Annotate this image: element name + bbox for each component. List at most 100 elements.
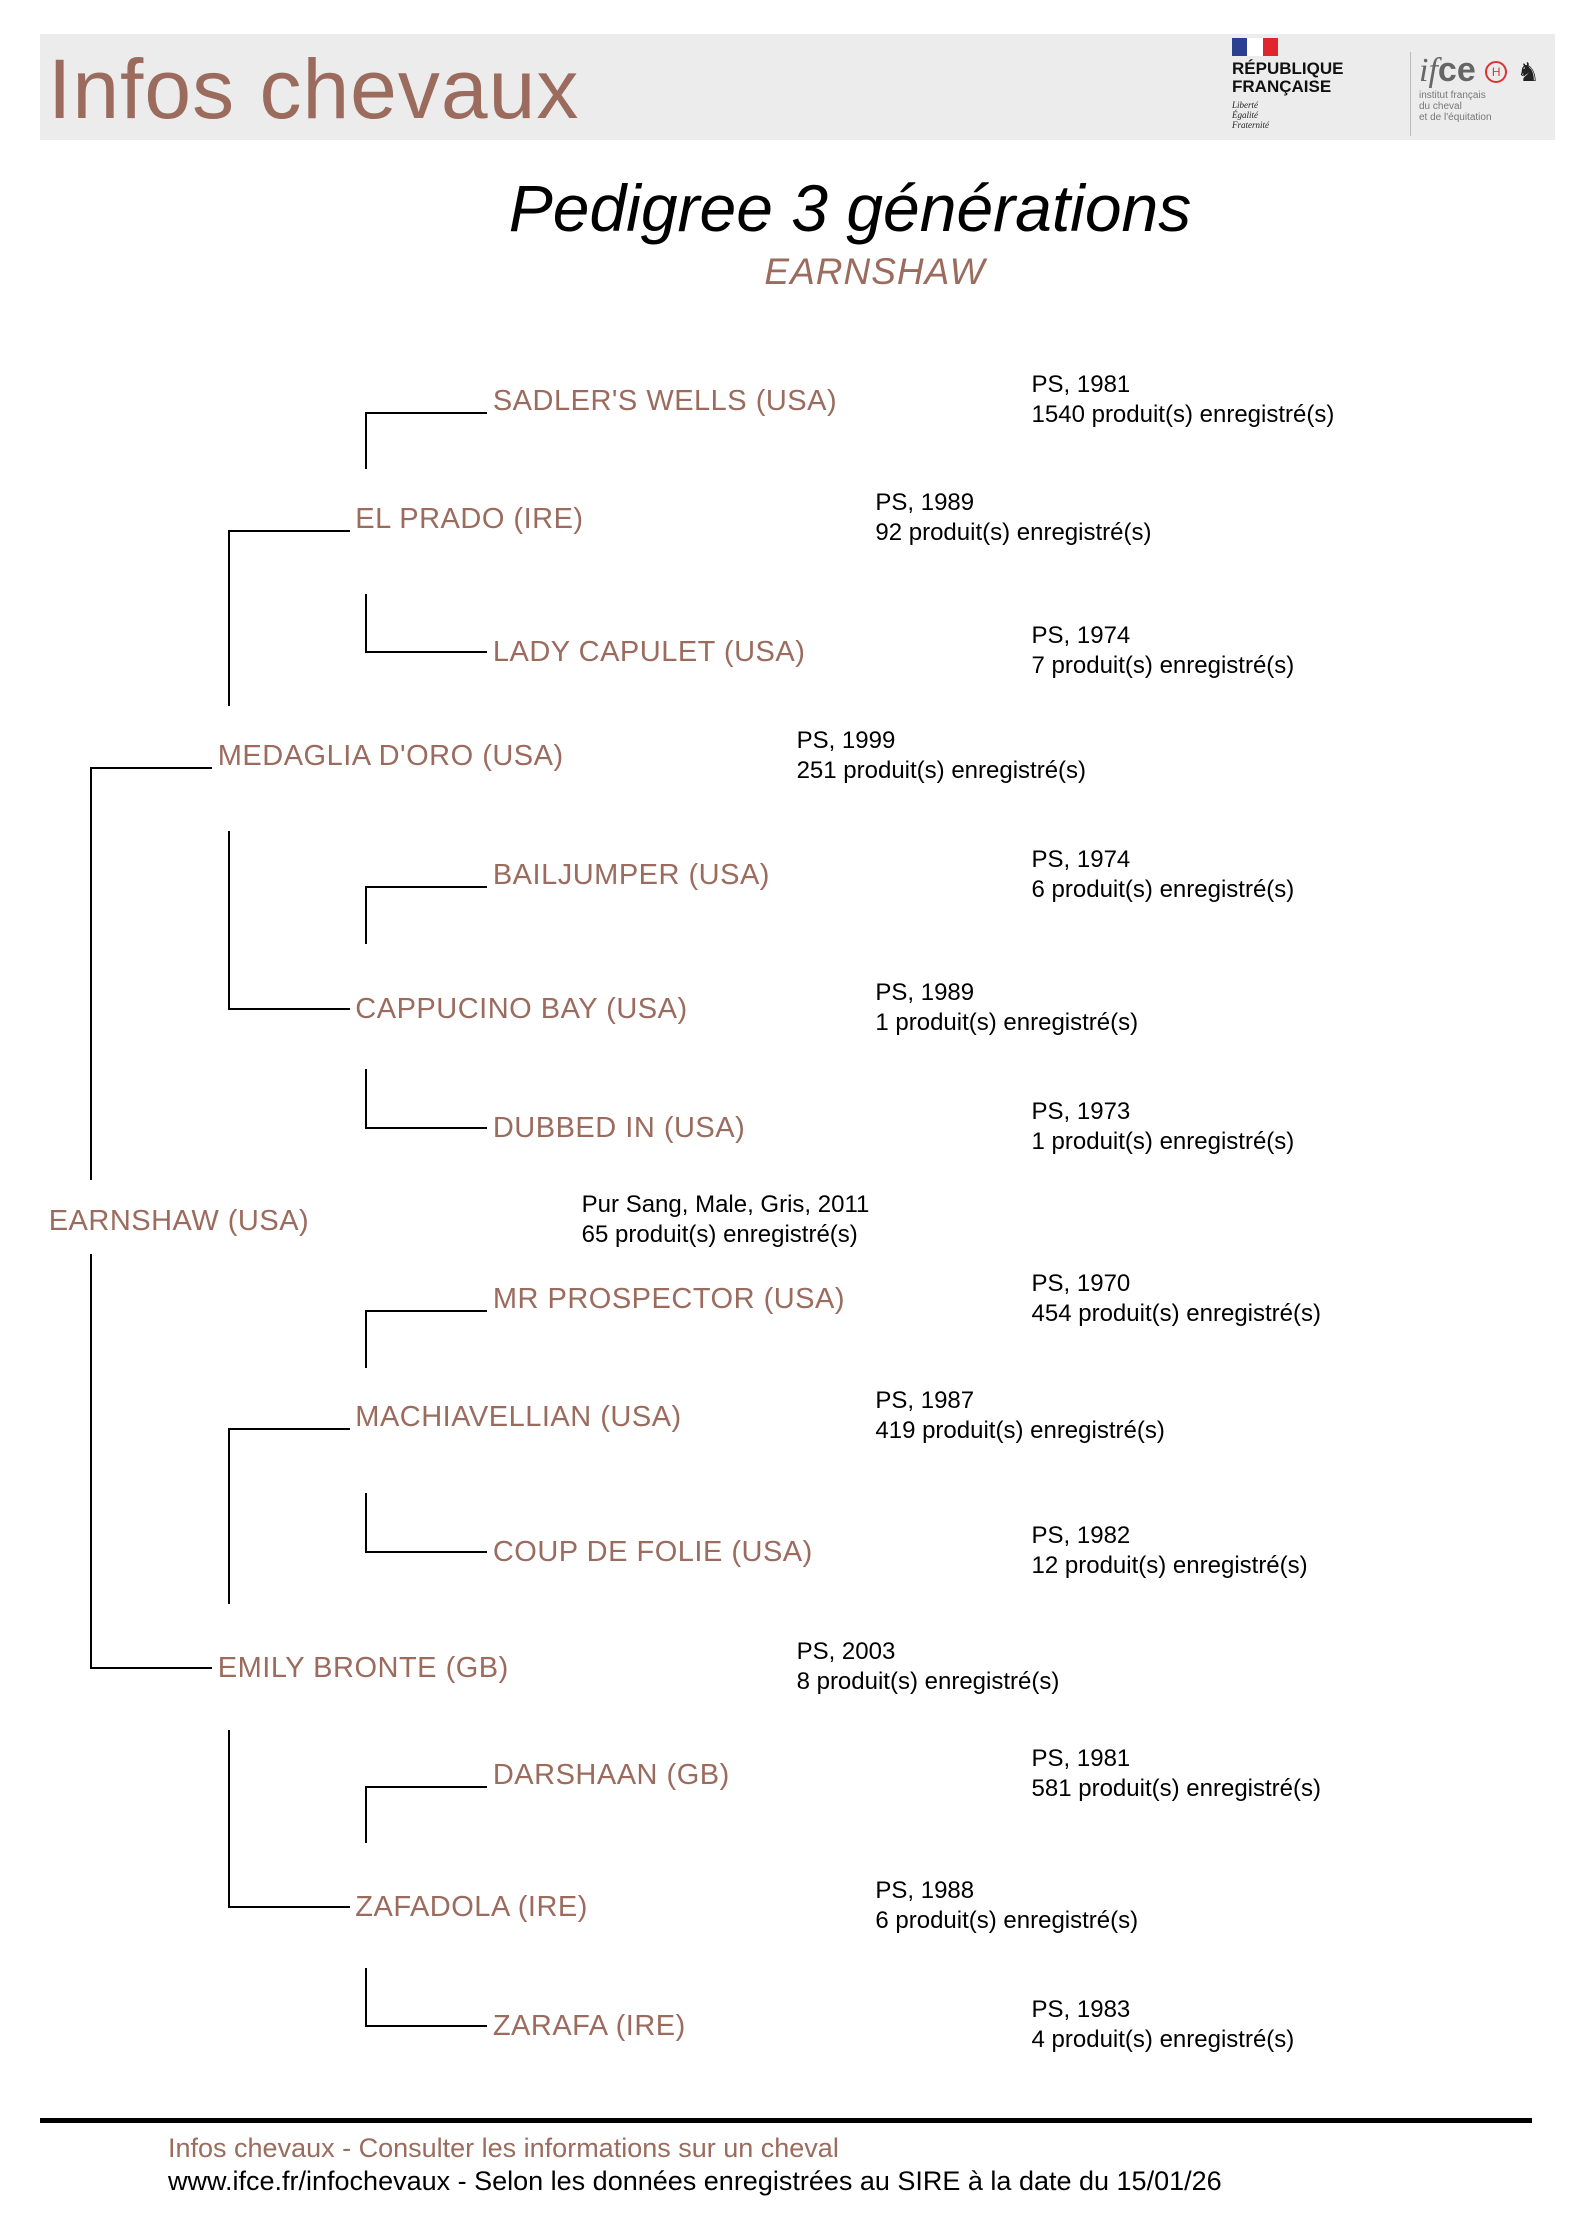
horse-info2: 12 produit(s) enregistré(s) xyxy=(1031,1551,1308,1579)
horse-info1: PS, 1974 xyxy=(1031,622,1131,650)
horse-name-gen2[interactable]: MACHIAVELLIAN (USA) xyxy=(355,1400,682,1433)
french-flag-icon xyxy=(1232,38,1278,56)
horse-name-gen0[interactable]: EARNSHAW (USA) xyxy=(48,1204,310,1237)
connector-horizontal xyxy=(227,1007,350,1010)
horse-info1: PS, 1989 xyxy=(875,978,975,1006)
horse-name-subtitle: EARNSHAW xyxy=(764,251,986,292)
horse-info1: PS, 1987 xyxy=(875,1387,975,1415)
horse-info1: PS, 1983 xyxy=(1031,1996,1131,2024)
horse-info2: 6 produit(s) enregistré(s) xyxy=(1031,875,1295,903)
horse-info1: PS, 1974 xyxy=(1031,845,1131,873)
connector-horizontal xyxy=(227,1905,350,1908)
horse-info2: 251 produit(s) enregistré(s) xyxy=(796,756,1087,784)
connector-vertical xyxy=(90,1254,93,1667)
connector-vertical xyxy=(227,1427,230,1605)
footer-line-2: www.ifce.fr/infochevaux - Selon les donn… xyxy=(168,2166,1222,2196)
connector-horizontal xyxy=(365,412,488,415)
horse-name-gen3[interactable]: BAILJUMPER (USA) xyxy=(492,859,770,892)
connector-horizontal xyxy=(365,886,488,889)
app-title: Infos chevaux xyxy=(48,42,580,136)
horse-info1: PS, 1981 xyxy=(1031,371,1131,399)
horse-info2: 65 produit(s) enregistré(s) xyxy=(581,1220,858,1248)
horse-info2: 4 produit(s) enregistré(s) xyxy=(1031,2026,1295,2054)
horse-info1: PS, 1988 xyxy=(875,1877,975,1905)
connector-horizontal xyxy=(365,1550,488,1553)
horse-info2: 419 produit(s) enregistré(s) xyxy=(875,1417,1165,1445)
horse-name-gen3[interactable]: MR PROSPECTOR (USA) xyxy=(492,1283,846,1316)
connector-vertical xyxy=(365,1493,368,1551)
horse-rider-icon: ♞ xyxy=(1516,57,1540,87)
haras-icon: H xyxy=(1485,61,1508,84)
connector-horizontal xyxy=(365,1126,488,1129)
connector-horizontal xyxy=(365,650,488,653)
horse-name-gen3[interactable]: SADLER'S WELLS (USA) xyxy=(492,385,838,418)
connector-vertical xyxy=(365,593,368,651)
connector-horizontal xyxy=(227,1427,350,1430)
horse-name-gen3[interactable]: ZARAFA (IRE) xyxy=(492,2009,686,2042)
footer-divider xyxy=(40,2118,1532,2123)
horse-name-gen1[interactable]: MEDAGLIA D'ORO (USA) xyxy=(217,740,564,773)
horse-info1: PS, 1989 xyxy=(875,488,975,516)
horse-name-gen2[interactable]: EL PRADO (IRE) xyxy=(355,502,584,535)
horse-info1: Pur Sang, Male, Gris, 2011 xyxy=(581,1190,870,1218)
horse-info2: 1 produit(s) enregistré(s) xyxy=(875,1008,1139,1036)
connector-vertical xyxy=(227,1729,230,1906)
horse-name-gen3[interactable]: DARSHAAN (GB) xyxy=(492,1759,730,1792)
horse-info2: 454 produit(s) enregistré(s) xyxy=(1031,1299,1321,1327)
document-title: Pedigree 3 générations xyxy=(508,171,1192,245)
connector-horizontal xyxy=(90,1666,213,1669)
connector-vertical xyxy=(365,886,368,944)
connector-vertical xyxy=(227,529,230,706)
horse-info2: 1 produit(s) enregistré(s) xyxy=(1031,1127,1295,1155)
horse-info2: 92 produit(s) enregistré(s) xyxy=(875,518,1152,546)
connector-vertical xyxy=(365,1310,368,1368)
horse-info2: 6 produit(s) enregistré(s) xyxy=(875,1907,1139,1935)
horse-name-gen2[interactable]: CAPPUCINO BAY (USA) xyxy=(355,992,688,1025)
horse-name-gen3[interactable]: LADY CAPULET (USA) xyxy=(492,635,806,668)
horse-name-gen3[interactable]: COUP DE FOLIE (USA) xyxy=(492,1535,813,1568)
horse-info1: PS, 1970 xyxy=(1031,1269,1131,1297)
horse-name-gen2[interactable]: ZAFADOLA (IRE) xyxy=(355,1890,588,1923)
connector-vertical xyxy=(227,831,230,1008)
horse-info1: PS, 1973 xyxy=(1031,1097,1131,1125)
connector-vertical xyxy=(365,1967,368,2025)
connector-vertical xyxy=(365,412,368,470)
horse-info2: 1540 produit(s) enregistré(s) xyxy=(1031,401,1335,429)
horse-info1: PS, 1999 xyxy=(796,726,896,754)
horse-name-gen3[interactable]: DUBBED IN (USA) xyxy=(492,1111,746,1144)
connector-horizontal xyxy=(365,1786,488,1789)
connector-horizontal xyxy=(90,767,213,770)
connector-horizontal xyxy=(227,529,350,532)
horse-name-gen1[interactable]: EMILY BRONTE (GB) xyxy=(217,1651,509,1684)
connector-horizontal xyxy=(365,2024,488,2027)
connector-vertical xyxy=(365,1786,368,1844)
horse-info2: 8 produit(s) enregistré(s) xyxy=(796,1667,1060,1695)
horse-info1: PS, 2003 xyxy=(796,1637,896,1665)
horse-info1: PS, 1982 xyxy=(1031,1521,1131,1549)
connector-vertical xyxy=(90,767,93,1181)
connector-vertical xyxy=(365,1069,368,1127)
horse-info2: 7 produit(s) enregistré(s) xyxy=(1031,652,1295,680)
horse-info1: PS, 1981 xyxy=(1031,1745,1131,1773)
connector-horizontal xyxy=(365,1310,488,1313)
